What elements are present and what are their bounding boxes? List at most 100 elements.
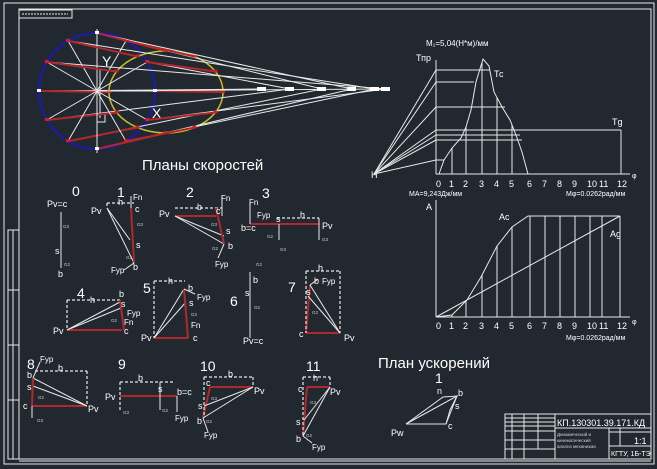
label-b: b: [458, 388, 463, 398]
plan-line: [203, 386, 254, 407]
label-c: c: [124, 326, 129, 336]
label-g2: G2: [312, 310, 319, 315]
velocity-vector: [215, 207, 225, 245]
coupler-line: [67, 126, 138, 143]
tick-label: 3: [479, 321, 484, 331]
label-pw: Pw: [391, 428, 404, 438]
tick-label: 1: [449, 179, 454, 189]
label-pv: Pv: [141, 333, 152, 343]
crank-position-line: [96, 90, 127, 142]
crank-position-line: [46, 61, 98, 92]
label-c: c: [448, 421, 453, 431]
tick-label: 7: [542, 179, 547, 189]
label-s: s: [198, 401, 203, 411]
ray-line: [373, 134, 437, 175]
label-h: b: [228, 369, 233, 379]
velocity-vector: [305, 284, 311, 334]
joint-marker: [124, 139, 128, 143]
plan-line: [32, 377, 88, 407]
label-n: n: [437, 386, 442, 396]
connecting-rod-line: [67, 40, 376, 90]
slider-position: [257, 87, 266, 91]
joint-marker: [114, 110, 119, 114]
acceleration-plan: План ускорений 1 n b s c Pw: [378, 355, 490, 438]
label-b: b: [228, 241, 233, 251]
ray-line: [373, 139, 437, 175]
label-n: 11: [306, 358, 321, 374]
tick-label: 5: [509, 179, 514, 189]
x-axis-label: X: [152, 105, 162, 121]
joint-marker: [66, 139, 70, 143]
label-s: s: [226, 226, 231, 236]
label-pv: Pv: [53, 326, 64, 336]
label-n: 8: [27, 356, 35, 372]
label-bc: b=c: [177, 387, 192, 397]
coupler-line: [147, 111, 216, 121]
coupler-line: [67, 39, 138, 58]
t-pr-label: Тпр: [416, 53, 431, 63]
label-n: 5: [143, 280, 151, 296]
crank-position-line: [96, 61, 148, 92]
crank-position-line: [96, 90, 148, 121]
plan-line: [32, 361, 41, 379]
tg-label: Тg: [612, 117, 623, 127]
joint-marker: [37, 89, 41, 92]
label-fyp: Fyp: [127, 309, 141, 318]
label-b: b: [188, 283, 193, 293]
label-g2: G2: [212, 246, 219, 251]
joint-marker: [44, 118, 49, 121]
plan-line: [66, 301, 121, 331]
label-g3: G3: [322, 237, 329, 242]
label-b: b: [314, 276, 319, 286]
drawing-code: КП.130301.39.171.КД: [557, 418, 645, 428]
joint-marker: [66, 38, 70, 42]
label-n: 1: [117, 184, 125, 200]
velocity-vector: [183, 288, 189, 339]
label-pv: Pv=c: [47, 199, 68, 209]
connecting-rod-line: [96, 32, 353, 90]
label-fyp: Fyp: [312, 443, 326, 452]
energy-scale-label: M₁=5,04(Н*м)/мм: [426, 39, 489, 48]
label-b: b: [253, 275, 258, 285]
label-fn: Fn: [249, 198, 258, 207]
drawing-name-1: Динамический и: [557, 431, 592, 437]
label-s: s: [121, 299, 126, 309]
label-g3: G3: [211, 396, 218, 401]
plan-line: [217, 243, 225, 259]
label-s: s: [296, 417, 301, 427]
label-h: h: [318, 263, 323, 273]
label-pv: Pv: [330, 387, 341, 397]
label-fn: Fn: [124, 318, 133, 327]
coupler-line: [96, 32, 167, 52]
label-n: 2: [186, 184, 194, 200]
label-h: h: [313, 373, 318, 383]
label-g3: G3: [37, 418, 44, 423]
label-s: s: [136, 240, 141, 250]
label-fyp: Fyp: [111, 266, 125, 275]
ac-curve: [435, 215, 620, 318]
plan-line: [309, 278, 319, 286]
plan-line: [106, 207, 131, 241]
tick-label: 0: [436, 179, 441, 189]
label-h: h: [168, 276, 173, 286]
label-pv: Pv: [91, 206, 102, 216]
tick-label: 10: [587, 321, 597, 331]
velocity-vector: [302, 386, 308, 437]
work-scale-label: MA=9,243Дж/мм: [409, 191, 462, 198]
joint-marker: [135, 125, 140, 129]
label-g3: G3: [280, 247, 287, 252]
ray-line: [373, 106, 437, 175]
tick-label: 2: [463, 179, 468, 189]
plan-line: [202, 417, 209, 433]
label-g2: G2: [191, 312, 198, 317]
label-b: b: [27, 370, 32, 380]
joint-marker: [213, 110, 218, 114]
tick-label: 10: [587, 179, 597, 189]
slider-position: [381, 87, 390, 91]
phi-label: φ: [632, 173, 637, 180]
plan-line: [106, 207, 135, 264]
